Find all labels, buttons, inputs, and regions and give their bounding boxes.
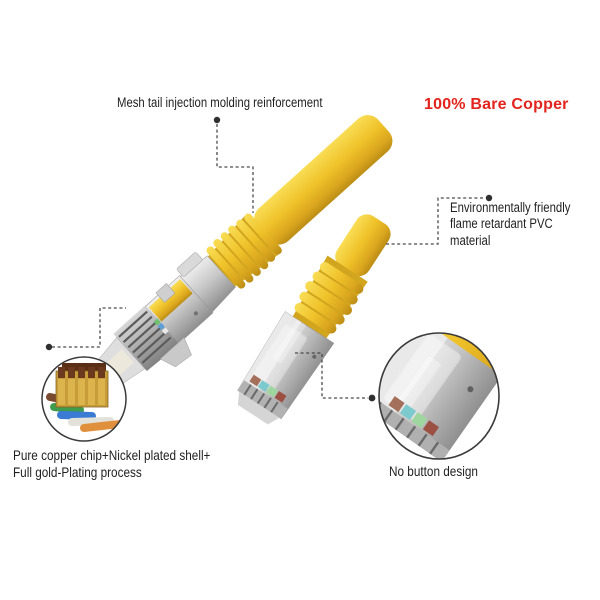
- left-shield-dimple: [193, 311, 198, 316]
- right-nose: [237, 391, 280, 425]
- right-crimp-slots: [243, 384, 279, 413]
- label-pure-copper: Pure copper chip+Nickel plated shell+ Fu…: [13, 447, 210, 482]
- magnifier-circle-left: [41, 356, 127, 442]
- callout-dots: [45, 116, 493, 402]
- magnified-wire-colors: [388, 396, 440, 437]
- magnifier-no-button: [378, 332, 500, 460]
- label-env-line-2: flame retardant PVC: [450, 216, 553, 232]
- left-connector-assembly: [94, 115, 393, 389]
- leader-mesh-tail: [216, 124, 254, 213]
- gold-contact-block: [55, 363, 109, 408]
- wire-strands: [46, 393, 124, 432]
- dot-no-button: [368, 394, 376, 402]
- magnifier-copper-chip: [41, 356, 127, 442]
- left-top-clip: [176, 252, 203, 277]
- left-shield-window: [148, 279, 193, 322]
- copper-chip-illustration: [46, 363, 124, 432]
- right-crimp-band: [237, 380, 288, 419]
- label-no-button: No button design: [389, 463, 478, 479]
- magnifier-circle-right: [378, 332, 500, 460]
- label-env-friendly: Environmentally friendly flame retardant…: [450, 200, 570, 249]
- label-bare-copper: 100% Bare Copper: [424, 96, 569, 113]
- left-boot-ribs: [206, 213, 282, 289]
- left-pin-comb: [113, 305, 180, 371]
- left-cable: [254, 115, 393, 245]
- callout-leaders: [52, 124, 485, 399]
- label-env-line-3: material: [450, 232, 491, 248]
- right-connector-assembly: [237, 214, 391, 425]
- label-pure-line-2: Full gold-Plating process: [13, 464, 142, 481]
- label-pure-line-1: Pure copper chip+Nickel plated shell+: [13, 447, 211, 463]
- label-mesh-tail: Mesh tail injection molding reinforcemen…: [117, 95, 323, 110]
- right-shield-dimple: [312, 354, 317, 359]
- right-boot-ribs: [294, 262, 364, 334]
- leader-copper-chip: [52, 307, 126, 348]
- label-env-line-1: Environmentally friendly: [450, 200, 571, 215]
- left-shield-clamp: [155, 283, 176, 303]
- no-button-illustration: [379, 333, 499, 459]
- dot-copper-chip: [45, 343, 53, 351]
- right-latch-tongue: [272, 319, 306, 364]
- dot-env: [485, 194, 493, 202]
- left-under-latch: [159, 337, 192, 368]
- leader-no-button: [295, 352, 368, 399]
- dot-mesh-tail: [213, 116, 221, 124]
- right-cable: [335, 214, 391, 277]
- leader-env: [386, 197, 485, 245]
- right-wire-colors: [249, 374, 287, 403]
